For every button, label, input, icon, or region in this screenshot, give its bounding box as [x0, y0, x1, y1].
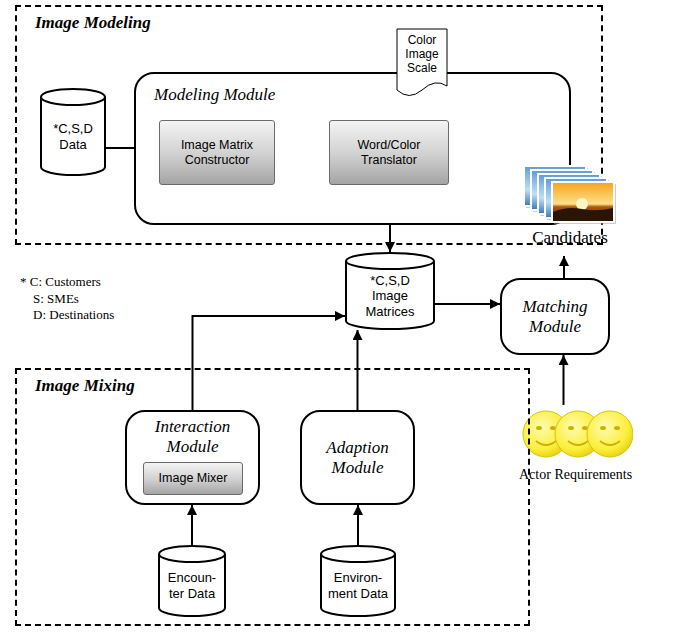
arrow-connector [435, 303, 500, 305]
arrow-connector [191, 505, 193, 545]
image-stack: Candidates [518, 160, 622, 256]
module-box: Modeling ModuleImage Matrix Constructor W… [134, 72, 571, 225]
process-box: Image Matrix Constructor [159, 120, 275, 185]
database-cylinder: Encoun- ter Data [158, 545, 226, 617]
module-box: Matching Module [500, 278, 610, 355]
process-label: Image Matrix Constructor [166, 138, 268, 168]
document-note: Color Image Scale [396, 28, 448, 98]
module-name: Interaction Module [137, 417, 249, 456]
actor-group: Actor Requirements [517, 405, 675, 493]
arrow-connector [357, 505, 359, 545]
module-name: Matching Module [510, 297, 600, 336]
database-cylinder: *C,S,D Data [40, 88, 106, 176]
module-name: Adaption Module [313, 438, 403, 477]
region-title: Image Modeling [35, 13, 601, 33]
legend-note: S: SMEs [33, 291, 79, 307]
database-label: *C,S,D Image Matrices [359, 273, 421, 320]
arrow-connector [357, 330, 359, 410]
region-box: Image MixingInteraction ModuleImage Mixe… [15, 368, 530, 626]
region-title: Image Mixing [35, 376, 528, 396]
module-box: Interaction ModuleImage Mixer [125, 410, 260, 505]
arrow-connector [193, 316, 346, 410]
process-label: Word/Color Translator [336, 138, 442, 168]
arrow-connector [563, 355, 565, 405]
process-box: Image Mixer [143, 462, 243, 495]
process-box: Word/Color Translator [329, 120, 449, 185]
output-label: Candidates [532, 228, 608, 248]
arrow-connector [563, 256, 565, 278]
database-cylinder: *C,S,D Image Matrices [345, 252, 435, 330]
module-name: Modeling Module [154, 85, 569, 105]
document-label: Color Image Scale [399, 33, 445, 75]
database-cylinder: Environ- ment Data [320, 545, 396, 617]
module-box: Adaption Module [300, 410, 415, 505]
photo-stack-icon [520, 164, 620, 228]
legend-note: * C: Customers [20, 274, 101, 290]
legend-note: D: Destinations [33, 307, 114, 323]
region-box: Image ModelingColor Image Scale *C,S,D Da… [15, 5, 603, 245]
process-label: Image Mixer [159, 471, 228, 486]
database-label: Environ- ment Data [324, 570, 392, 601]
smiley-faces-icon [521, 407, 633, 461]
actor-label: Actor Requirements [519, 467, 675, 483]
database-label: Encoun- ter Data [163, 570, 221, 601]
database-label: *C,S,D Data [47, 121, 99, 152]
